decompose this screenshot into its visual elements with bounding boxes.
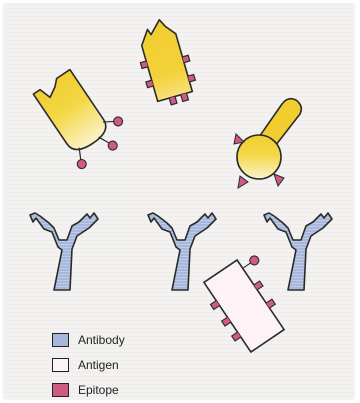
legend-label-epitope: Epitope (78, 383, 119, 397)
legend: Antibody Antigen Epitope (52, 327, 212, 402)
antigen-capsule-left (30, 61, 133, 172)
legend-item-epitope: Epitope (52, 377, 212, 402)
legend-label-antigen: Antigen (78, 358, 119, 372)
antigen-rod-with-head (234, 99, 301, 188)
antibody-left (30, 213, 98, 290)
legend-item-antigen: Antigen (52, 352, 212, 377)
legend-label-antibody: Antibody (78, 333, 125, 347)
antigen-capsule-top (130, 15, 200, 110)
legend-swatch-epitope (52, 383, 69, 397)
legend-item-antibody: Antibody (52, 327, 212, 352)
antibody-right (264, 213, 332, 290)
antibody-middle (148, 213, 216, 290)
antigen-rectangle-bottom (198, 250, 299, 356)
legend-swatch-antigen (52, 358, 69, 372)
legend-swatch-antibody (52, 333, 69, 347)
